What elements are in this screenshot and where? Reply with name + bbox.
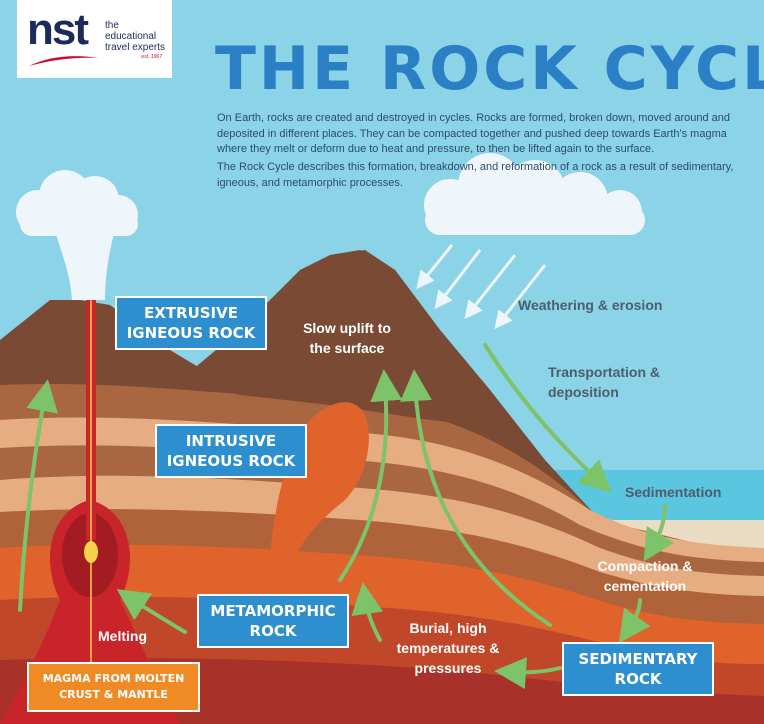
logo-swoosh-icon [29,56,99,66]
logo-est: est. 1967 [141,54,162,60]
magma-core [84,541,98,563]
plume-cloud [16,170,138,236]
logo-wordmark: nst [27,5,89,54]
page-title: THE ROCK CYCLE [215,34,764,104]
metamorphic-rock-box: METAMORPHIC ROCK [197,594,349,648]
logo-tagline: the educational travel experts [105,20,166,53]
rain-arrows [416,244,547,330]
label-burial: Burial, high temperatures & pressures [396,620,500,676]
label-uplift: Slow uplift to the surface [303,320,391,356]
magma-box: MAGMA FROM MOLTEN CRUST & MANTLE [27,662,200,712]
process-arrows [18,343,675,690]
label-compaction: Compaction & cementation [597,558,693,594]
sedimentary-rock-box: SEDIMENTARY ROCK [562,642,714,696]
volcano-plume [55,230,115,300]
nst-logo: nst the educational travel experts est. … [17,0,172,78]
extrusive-igneous-rock-box: EXTRUSIVE IGNEOUS ROCK [115,296,267,350]
label-melting: Melting [98,628,147,644]
mountain [180,250,520,430]
label-transportation: Transportation & deposition [548,364,661,400]
label-sedimentation: Sedimentation [625,484,722,500]
rain-cloud [424,153,645,235]
label-weathering: Weathering & erosion [518,297,663,313]
intro-paragraph-1: On Earth, rocks are created and destroye… [217,112,730,155]
intrusive-igneous-rock-box: INTRUSIVE IGNEOUS ROCK [155,424,307,478]
intrusive-magma [270,402,369,570]
intro-paragraph-2: The Rock Cycle describes this formation,… [217,161,734,189]
